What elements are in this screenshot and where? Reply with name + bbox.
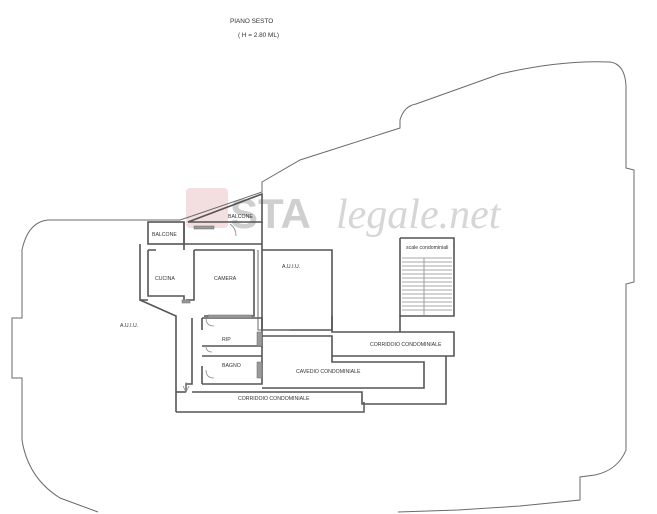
window-bagno-side <box>256 361 263 379</box>
label-corridoio-bottom: CORRIDOIO CONDOMINIALE <box>238 396 310 402</box>
label-cucina: CUCINA <box>155 276 175 282</box>
label-balcone-left: BALCONE <box>152 232 177 238</box>
label-auiu-center: A.U.I.U. <box>282 264 300 270</box>
label-corridoio-right: CORRIDOIO CONDOMINIALE <box>370 342 442 348</box>
balcone-top-outline <box>187 192 263 223</box>
stairs <box>402 257 452 316</box>
label-bagno: BAGNO <box>222 363 241 369</box>
watermark: STA legale.net <box>186 188 502 238</box>
label-cavedio: CAVEDIO CONDOMINIALE <box>296 369 361 375</box>
label-camera: CAMERA <box>214 276 237 282</box>
room-labels: BALCONE BALCONE CUCINA CAMERA A.U.I.U. A… <box>120 214 448 402</box>
entrance-arrow-icon <box>182 382 190 393</box>
label-balcone-top: BALCONE <box>228 214 253 220</box>
windows <box>181 225 263 379</box>
floor-height: ( H = 2.80 ML) <box>238 32 279 39</box>
label-rip: RIP <box>222 337 231 343</box>
window-balcone <box>193 225 215 230</box>
floor-title: PIANO SESTO <box>230 18 273 25</box>
building-outline <box>11 61 635 513</box>
window-cucina <box>181 299 191 304</box>
label-scale: scale condominiali <box>406 245 448 251</box>
window-rip-side <box>256 331 263 347</box>
label-auiu-left: A.U.I.U. <box>120 323 138 329</box>
door-swings <box>205 223 237 379</box>
watermark-brand-b: legale.net <box>336 192 502 238</box>
window-rip <box>207 314 253 319</box>
